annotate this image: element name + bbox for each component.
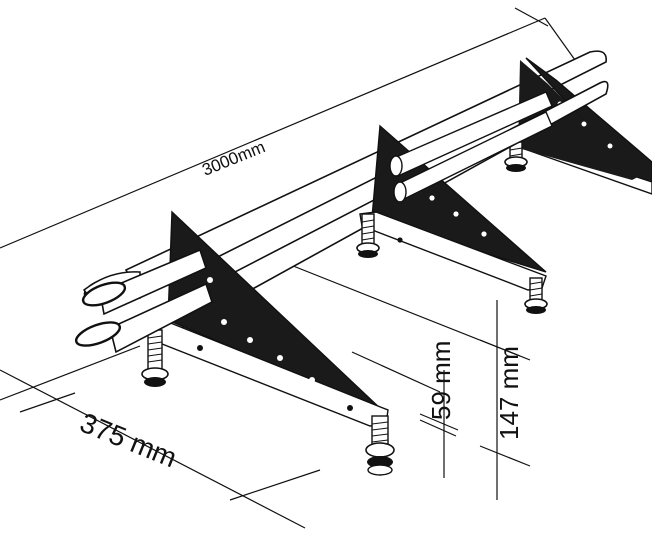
bolt-middle-right: [524, 277, 548, 314]
length-dimension-line: [0, 17, 546, 249]
depth-extension-1: [0, 345, 141, 401]
height-large-tick-bottom: [479, 445, 531, 467]
length-tick-right: [514, 7, 549, 27]
height-large-label: 147 mm: [494, 346, 524, 440]
height-small-tick-bottom: [419, 419, 457, 437]
height-large-tick-top: [479, 339, 531, 361]
length-extension-right: [544, 17, 576, 61]
bolt-middle-left: [356, 213, 380, 258]
length-label: 3000mm: [199, 137, 267, 179]
dimension-lines: [0, 7, 576, 529]
depth-dimension-line: [0, 369, 306, 529]
lower-tube-end: [74, 321, 122, 347]
depth-extension-2: [19, 392, 76, 413]
bracket-front: [149, 210, 389, 427]
bolt-front-right: [365, 415, 395, 476]
tube-ends-front: [74, 248, 213, 354]
upper-tube-end: [81, 281, 127, 307]
height-small-label: 59 mm: [426, 341, 456, 420]
depth-label: 375 mm: [76, 407, 181, 474]
bracket-rear: [510, 57, 652, 195]
height-guide-line: [351, 351, 441, 393]
tube-segments-middle: [389, 91, 553, 203]
depth-guide-line: [267, 255, 521, 357]
depth-extension-3: [229, 469, 321, 501]
height-small-tick-top: [419, 413, 459, 431]
